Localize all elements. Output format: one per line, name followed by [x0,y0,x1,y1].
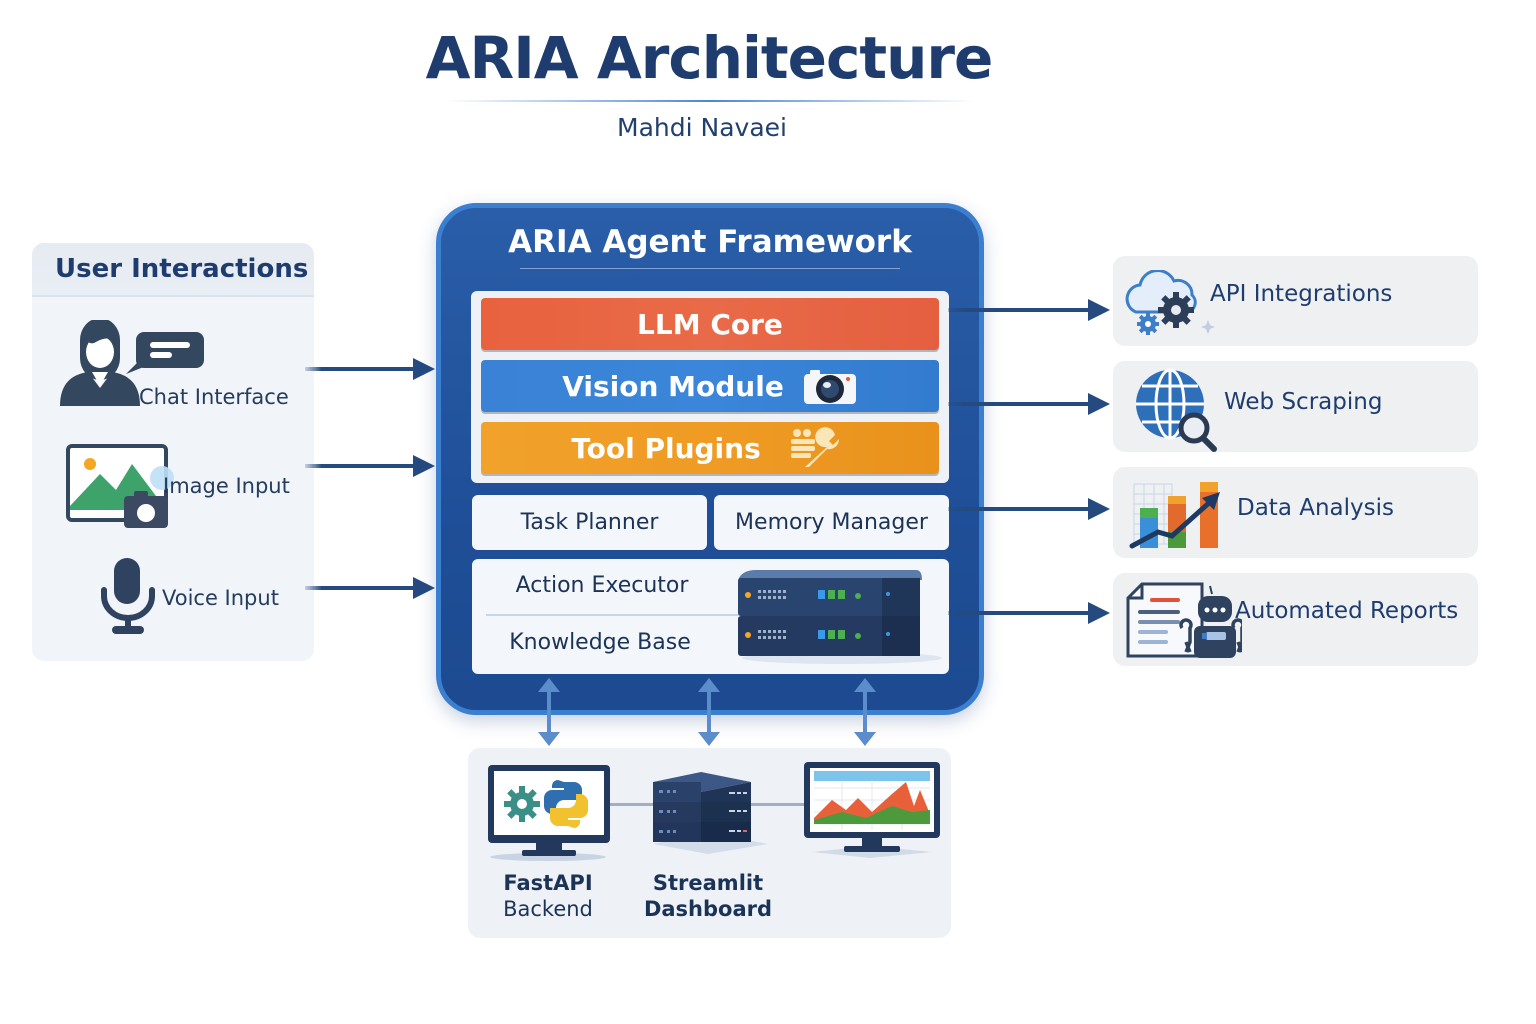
user-interactions-title: User Interactions [55,254,309,284]
server-stack-icon [732,568,942,672]
framework-title-divider [520,268,900,269]
image-camera-icon [66,444,176,534]
cloud-gears-icon [1124,269,1220,342]
streamlit-label-line2: Dashboard [643,897,773,921]
data-analysis-label: Data Analysis [1237,495,1394,521]
streamlit-server-icon [645,770,775,860]
fastapi-label-line1: FastAPI [503,871,593,895]
arrow-streamlit-bidirectional [698,678,720,746]
arrow-dashboard-bidirectional [854,678,876,746]
llm-core-label: LLM Core [637,307,783,341]
tool-plugins-label: Tool Plugins [571,431,761,465]
framework-title: ARIA Agent Framework [508,224,912,260]
arrow-to-data-analysis [948,498,1110,520]
memory-manager-module[interactable]: Memory Manager [714,495,949,550]
globe-search-icon [1130,366,1226,456]
camera-icon [802,366,858,406]
arrow-image-to-framework [305,455,435,477]
web-scraping-label: Web Scraping [1224,389,1383,415]
image-input-label: Image Input [163,474,290,498]
voice-input-label: Voice Input [162,586,279,610]
dashboard-monitor-icon [802,760,942,864]
chat-user-icon [58,318,208,414]
arrow-to-api-integrations [948,299,1110,321]
tool-plugins-layer[interactable]: Tool Plugins [481,422,939,474]
wrench-icon [789,427,849,469]
arrow-fastapi-bidirectional [538,678,560,746]
arrow-chat-to-framework [305,358,435,380]
bar-chart-trend-icon [1128,480,1228,556]
action-executor-label[interactable]: Action Executor [515,573,689,598]
executor-divider [486,614,916,616]
fastapi-label-line2: Backend [503,897,593,921]
page-title: ARIA Architecture [425,24,994,92]
vision-module-layer[interactable]: Vision Module [481,360,939,412]
fastapi-monitor-icon [486,763,614,867]
streamlit-dashboard-label: Streamlit Dashboard [628,870,788,922]
task-planner-label: Task Planner [520,510,659,535]
output-arrows [948,299,1110,624]
llm-core-layer[interactable]: LLM Core [481,298,939,350]
deployment-arrows [538,678,876,746]
user-interactions-header [32,243,314,297]
streamlit-label-line1: Streamlit [652,871,764,895]
memory-manager-label: Memory Manager [735,510,928,535]
title-divider [445,100,975,102]
author-subtitle: Mahdi Navaei [617,113,787,142]
arrow-to-automated-reports [948,602,1110,624]
automated-reports-label: Automated Reports [1235,598,1459,624]
input-arrows [305,358,435,599]
fastapi-backend-label: FastAPI Backend [478,870,618,922]
arrow-to-web-scraping [948,393,1110,415]
chat-interface-label: Chat Interface [139,385,289,409]
task-planner-module[interactable]: Task Planner [472,495,707,550]
report-robot-icon [1126,580,1245,666]
microphone-icon [100,556,156,640]
knowledge-base-label[interactable]: Knowledge Base [509,630,691,655]
api-integrations-label: API Integrations [1210,281,1393,307]
deployment-connector-lines [600,803,810,806]
vision-module-label: Vision Module [562,369,784,403]
arrow-voice-to-framework [305,577,435,599]
